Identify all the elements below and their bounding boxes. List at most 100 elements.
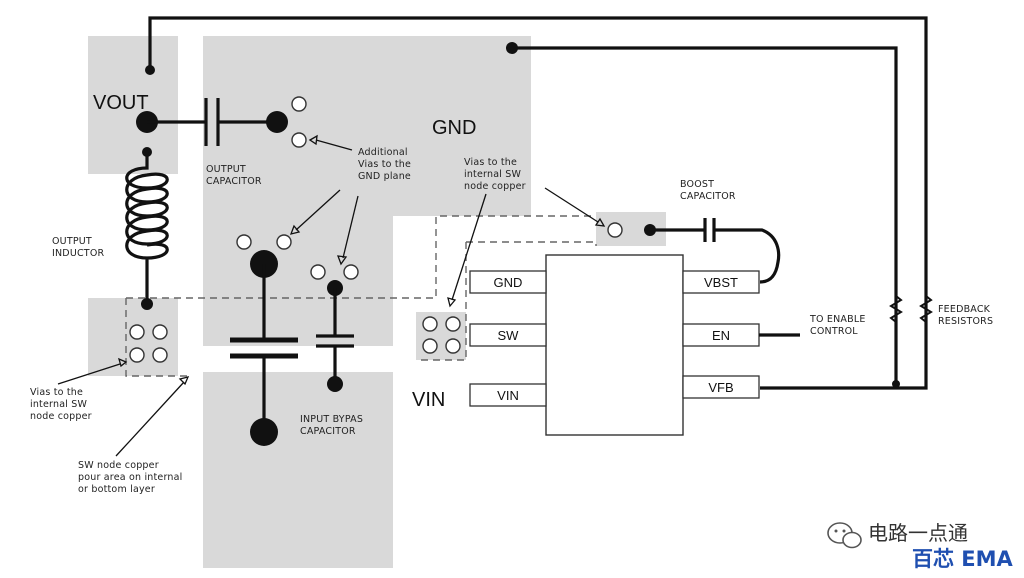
sw-via (422, 316, 438, 332)
leader-line (451, 193, 487, 301)
vin-copper (203, 372, 393, 568)
svg-text:CAPACITOR: CAPACITOR (680, 191, 736, 202)
sw-via (152, 347, 168, 363)
vias-internal-sw-top-label: Vias to the internal SW node copper (464, 157, 526, 192)
svg-text:CAPACITOR: CAPACITOR (300, 426, 356, 437)
gnd-copper-lower (203, 216, 393, 346)
svg-text:or bottom layer: or bottom layer (78, 484, 155, 495)
vout-feedback-trace (148, 16, 928, 390)
to-enable-control-label: TO ENABLE CONTROL (809, 314, 866, 337)
leader-line (57, 363, 121, 385)
vin-label: VIN (412, 389, 445, 411)
wechat-icon (827, 522, 862, 549)
feedback-resistor-2 (919, 295, 933, 323)
pin-label-vfb: VFB (708, 380, 733, 395)
svg-text:Vias to the: Vias to the (358, 159, 411, 170)
watermark-brand: 百芯 EMA (912, 547, 1014, 571)
output-cap-gnd-pad (266, 111, 288, 133)
feedback-resistors-label: FEEDBACK RESISTORS (938, 304, 993, 327)
svg-text:CONTROL: CONTROL (810, 326, 858, 337)
boost-trace-right (714, 228, 781, 284)
vout-trace-dot (145, 65, 155, 75)
sw-via (152, 324, 168, 340)
bypass-cap-vin-pad (327, 376, 343, 392)
gnd-via (291, 96, 307, 112)
arrow-head (289, 224, 301, 235)
svg-text:OUTPUT: OUTPUT (206, 164, 246, 175)
ic-pin-vbst (682, 270, 760, 294)
arrow-head (308, 134, 318, 146)
gnd-trace-dot (506, 42, 518, 54)
svg-text:INPUT BYPAS: INPUT BYPAS (300, 414, 363, 425)
gnd-label: GND (432, 117, 476, 139)
arrow-head (117, 357, 128, 368)
leader-line (342, 195, 359, 259)
pin-label-en: EN (712, 328, 730, 343)
svg-text:BOOST: BOOST (680, 179, 714, 190)
pin-label-vbst: VBST (704, 275, 738, 290)
watermark-channel: 电路一点通 (868, 521, 968, 545)
leader-line (315, 139, 353, 151)
gnd-feedback-trace (512, 46, 898, 384)
gnd-via (236, 234, 252, 250)
svg-text:node copper: node copper (30, 411, 92, 422)
svg-text:pour area on internal: pour area on internal (78, 472, 183, 483)
sw-via (607, 222, 623, 238)
gnd-via (291, 132, 307, 148)
arrow-head (337, 255, 348, 266)
output-inductor-label: OUTPUT INDUCTOR (52, 236, 104, 259)
inductor-bottom-pad (141, 298, 153, 310)
svg-text:Vias to the: Vias to the (464, 157, 517, 168)
ic-pin-gnd (469, 270, 547, 294)
sw-via (129, 347, 145, 363)
ic-pin-vfb (682, 375, 760, 399)
svg-text:GND plane: GND plane (358, 171, 411, 182)
input-cap-vin-pad (250, 418, 278, 446)
feedback-junction-dot (892, 380, 900, 388)
arrow-head (178, 376, 190, 386)
pin-label-vin: VIN (497, 388, 519, 403)
leader-line (295, 189, 341, 231)
output-capacitor-label: OUTPUT CAPACITOR (206, 164, 262, 187)
leader-line (115, 381, 185, 457)
vout-label: VOUT (93, 92, 149, 114)
ic-pin-vin (469, 383, 547, 407)
regulator-ic (545, 254, 684, 436)
feedback-resistor-1 (889, 295, 903, 323)
svg-text:CAPACITOR: CAPACITOR (206, 176, 262, 187)
sw-via (445, 338, 461, 354)
svg-text:node copper: node copper (464, 181, 526, 192)
svg-text:Vias to the: Vias to the (30, 387, 83, 398)
gnd-via (310, 264, 326, 280)
input-bypass-capacitor-label: INPUT BYPAS CAPACITOR (300, 414, 363, 437)
ic-pin-sw (469, 323, 547, 347)
pin-label-sw: SW (498, 328, 520, 343)
svg-text:OUTPUT: OUTPUT (52, 236, 92, 247)
svg-text:SW node copper: SW node copper (78, 460, 159, 471)
sw-via (445, 316, 461, 332)
sw-via (422, 338, 438, 354)
svg-text:Additional: Additional (358, 147, 408, 158)
svg-text:internal SW: internal SW (464, 169, 522, 180)
vias-internal-sw-left-label: Vias to the internal SW node copper (30, 387, 92, 422)
gnd-copper-upper (203, 36, 531, 216)
sw-node-copper-label: SW node copper pour area on internal or … (78, 460, 183, 495)
sw-via (129, 324, 145, 340)
svg-text:INDUCTOR: INDUCTOR (52, 248, 104, 259)
svg-text:TO ENABLE: TO ENABLE (809, 314, 866, 325)
output-inductor (125, 152, 169, 304)
arrow-head (594, 217, 606, 227)
svg-text:RESISTORS: RESISTORS (938, 316, 993, 327)
vout-copper (88, 36, 178, 174)
gnd-via (276, 234, 292, 250)
svg-text:FEEDBACK: FEEDBACK (938, 304, 991, 315)
leader-line (544, 187, 599, 223)
pin-label-gnd: GND (494, 275, 523, 290)
sw-node-outline (125, 215, 597, 377)
arrow-head (447, 297, 457, 308)
svg-text:internal SW: internal SW (30, 399, 88, 410)
gnd-via (343, 264, 359, 280)
additional-vias-label: Additional Vias to the GND plane (358, 147, 411, 182)
boost-capacitor-label: BOOST CAPACITOR (680, 179, 736, 202)
